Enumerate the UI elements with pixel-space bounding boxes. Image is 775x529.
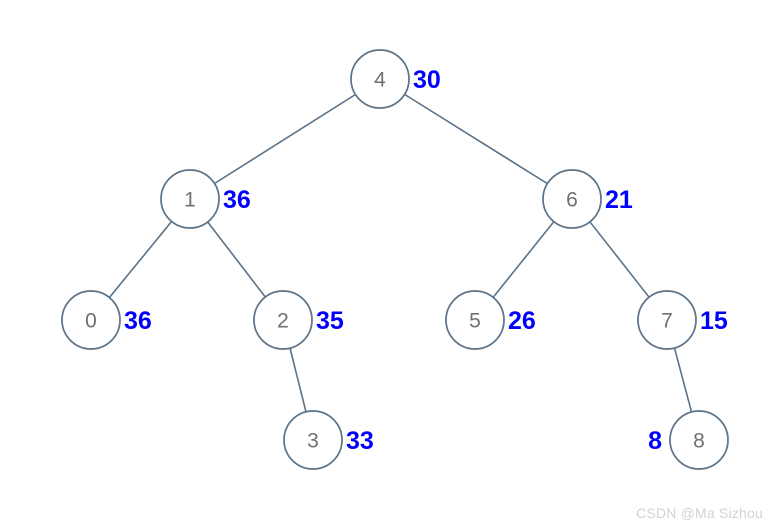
node-value-8: 8 — [648, 427, 662, 455]
node-circle-4[interactable] — [350, 49, 410, 109]
tree-edge-2-3 — [289, 347, 307, 413]
node-value-4: 30 — [413, 66, 441, 94]
node-value-5: 26 — [508, 307, 536, 335]
node-key-7: 7 — [661, 310, 673, 333]
tree-node-4[interactable]: 4 30 — [350, 49, 441, 109]
tree-node-6[interactable]: 6 21 — [542, 169, 633, 229]
node-circle-0[interactable] — [61, 290, 121, 350]
tree-edge-6-5 — [492, 221, 555, 298]
node-circle-1[interactable] — [160, 169, 220, 229]
node-value-7: 15 — [700, 307, 728, 335]
node-circle-8[interactable] — [669, 410, 729, 470]
node-key-8: 8 — [693, 430, 705, 453]
node-key-1: 1 — [184, 189, 196, 212]
tree-edge-7-8 — [673, 347, 693, 413]
node-value-6: 21 — [605, 186, 633, 214]
node-circle-6[interactable] — [542, 169, 602, 229]
node-circle-5[interactable] — [445, 290, 505, 350]
tree-edge-4-6 — [404, 93, 548, 185]
node-circle-7[interactable] — [637, 290, 697, 350]
watermark-text: CSDN @Ma Sizhou — [636, 505, 763, 521]
node-key-2: 2 — [277, 310, 289, 333]
node-key-5: 5 — [469, 310, 481, 333]
node-key-4: 4 — [374, 69, 386, 92]
node-value-0: 36 — [124, 307, 152, 335]
node-circle-2[interactable] — [253, 290, 313, 350]
node-value-3: 33 — [346, 427, 374, 455]
tree-edge-1-2 — [207, 221, 266, 298]
edges-layer — [108, 93, 693, 413]
tree-node-8[interactable]: 88 — [648, 410, 729, 470]
tree-node-0[interactable]: 0 36 — [61, 290, 152, 350]
tree-edge-4-1 — [214, 93, 356, 185]
tree-node-5[interactable]: 5 26 — [445, 290, 536, 350]
node-key-6: 6 — [566, 189, 578, 212]
tree-node-7[interactable]: 7 15 — [637, 290, 728, 350]
node-circle-3[interactable] — [283, 410, 343, 470]
tree-edge-6-7 — [589, 221, 650, 298]
tree-node-1[interactable]: 1 36 — [160, 169, 251, 229]
node-value-2: 35 — [316, 307, 344, 335]
node-key-3: 3 — [307, 430, 319, 453]
node-value-1: 36 — [223, 186, 251, 214]
tree-edge-1-0 — [108, 220, 173, 299]
node-key-0: 0 — [85, 310, 97, 333]
tree-node-2[interactable]: 2 35 — [253, 290, 344, 350]
